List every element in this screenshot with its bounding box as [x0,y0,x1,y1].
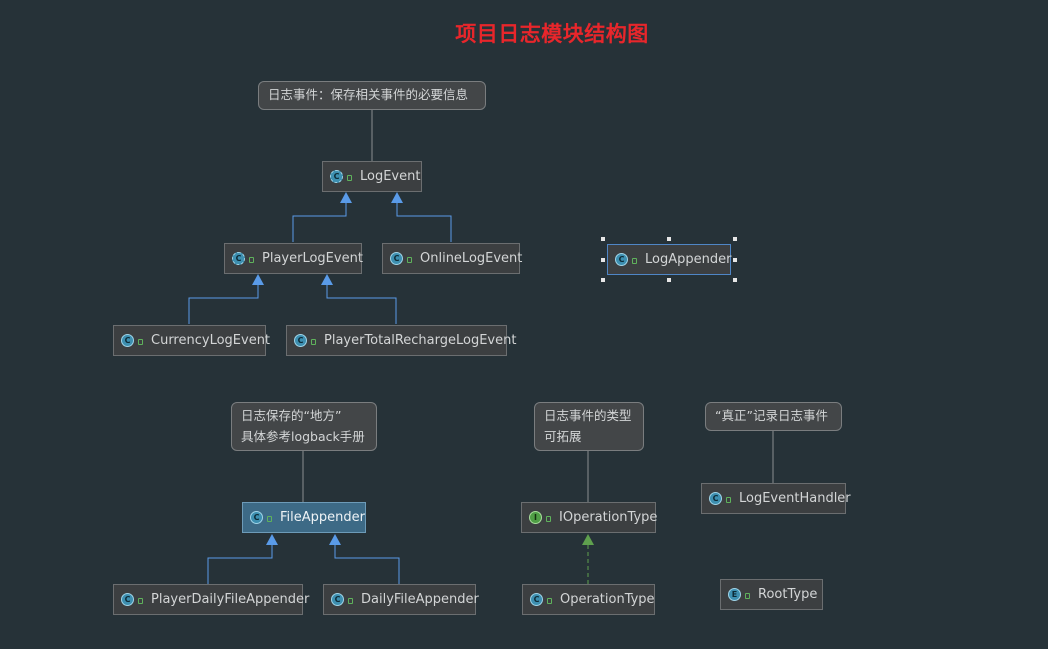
class-online-log-event[interactable]: C OnlineLogEvent [382,243,523,274]
public-visibility-icon [138,338,143,345]
class-name: CurrencyLogEvent [151,333,271,348]
class-name: OperationType [560,592,655,607]
public-visibility-icon [311,338,316,345]
class-icon: C [250,511,263,524]
class-operation-type[interactable]: C OperationType [522,584,655,615]
edge-currency-log-event-extends-player-log-event [188,274,264,324]
public-visibility-icon [547,597,552,604]
interface-icon: I [529,511,542,524]
public-visibility-icon [347,174,352,181]
public-visibility-icon [267,515,272,522]
edge-online-log-event-extends-log-event [391,192,452,242]
class-name: LogAppender [645,252,732,267]
class-daily-file-appender[interactable]: C DailyFileAppender [323,584,479,615]
class-icon: C [330,170,343,183]
class-name: LogEventHandler [739,491,851,506]
public-visibility-icon [407,256,412,263]
selection-handle-bottom-left[interactable] [601,278,605,282]
class-name: LogEvent [360,169,421,184]
class-log-event-handler[interactable]: C LogEventHandler [701,483,851,514]
public-visibility-icon [745,592,750,599]
class-icon: C [232,252,245,265]
class-icon: C [709,492,722,505]
class-name: RootType [758,587,818,602]
note-operation-type[interactable]: 日志事件的类型 可拓展 [534,402,644,451]
public-visibility-icon [138,597,143,604]
class-icon: C [121,334,134,347]
public-visibility-icon [632,257,637,264]
class-name: FileAppender [280,510,365,525]
class-icon: C [294,334,307,347]
note-file-appender[interactable]: 日志保存的“地方” 具体参考logback手册 [231,402,377,451]
class-log-event[interactable]: C LogEvent [322,161,422,192]
class-name: OnlineLogEvent [420,251,523,266]
class-name: DailyFileAppender [361,592,479,607]
edge-daily-file-appender-extends-file-appender [329,534,400,584]
class-log-appender[interactable]: C LogAppender [607,244,731,275]
edge-player-log-event-extends-log-event [292,192,352,242]
edge-player-daily-file-appender-extends-file-appender [207,534,278,584]
class-player-total-recharge-log-event[interactable]: C PlayerTotalRechargeLogEvent [286,325,516,356]
selection-handle-top-middle[interactable] [667,237,671,241]
selection-handle-middle-left[interactable] [601,258,605,262]
selection-handle-bottom-right[interactable] [733,278,737,282]
class-name: IOperationType [559,510,658,525]
class-player-daily-file-appender[interactable]: C PlayerDailyFileAppender [113,584,309,615]
class-icon: C [331,593,344,606]
class-name: PlayerLogEvent [262,251,363,266]
edge-recharge-log-event-extends-player-log-event [321,274,397,324]
class-currency-log-event[interactable]: C CurrencyLogEvent [113,325,270,356]
public-visibility-icon [726,496,731,503]
class-icon: C [530,593,543,606]
class-name: PlayerDailyFileAppender [151,592,310,607]
selection-handle-top-left[interactable] [601,237,605,241]
class-player-log-event[interactable]: C PlayerLogEvent [224,243,363,274]
public-visibility-icon [249,256,254,263]
class-file-appender[interactable]: C FileAppender [242,502,366,533]
selection-handle-middle-right[interactable] [733,258,737,262]
diagram-title: 项目日志模块结构图 [455,22,649,46]
note-handler[interactable]: “真正”记录日志事件 [705,402,842,431]
selection-handle-bottom-middle[interactable] [667,278,671,282]
class-icon: C [390,252,403,265]
enum-root-type[interactable]: E RootType [720,579,823,610]
selection-handle-top-right[interactable] [733,237,737,241]
class-name: PlayerTotalRechargeLogEvent [324,333,517,348]
public-visibility-icon [348,597,353,604]
note-log-event[interactable]: 日志事件：保存相关事件的必要信息 [258,81,486,110]
interface-i-operation-type[interactable]: I IOperationType [521,502,658,533]
class-icon: C [121,593,134,606]
public-visibility-icon [546,515,551,522]
class-icon: C [615,253,628,266]
enum-icon: E [728,588,741,601]
